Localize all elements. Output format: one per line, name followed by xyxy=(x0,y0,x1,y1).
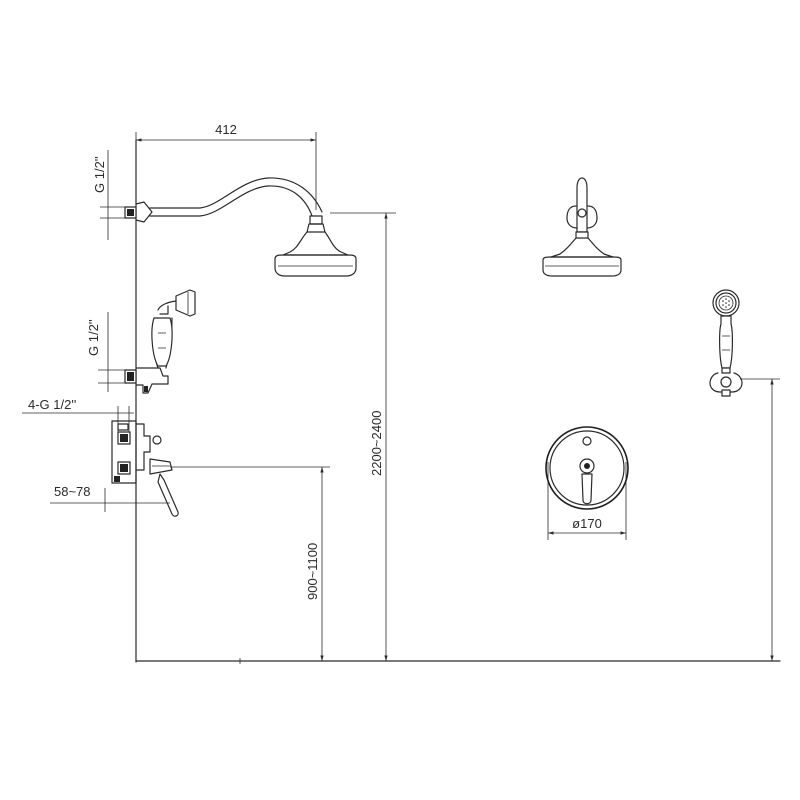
dimension-label-2200-2400: 2200~2400 xyxy=(369,411,384,476)
dimension-label-g12-hand: G 1/2'' xyxy=(86,319,101,356)
dimension-inlet-top: G 1/2'' xyxy=(92,150,134,240)
floor-line xyxy=(135,658,781,664)
dimension-label-58-78: 58~78 xyxy=(54,484,91,499)
dimension-label-4g12: 4-G 1/2'' xyxy=(28,397,76,412)
mixer-plate-front-icon xyxy=(545,426,629,510)
dimension-label-900-1100: 900~1100 xyxy=(305,543,320,600)
dimension-mixer-depth: 58~78 xyxy=(50,484,170,512)
dimension-holder-height xyxy=(740,378,780,661)
dimension-label-d170: ø170 xyxy=(572,516,602,531)
mixer-handle-side-icon xyxy=(149,458,179,517)
wall-connector-top-icon xyxy=(124,201,153,223)
hand-shower-holder-front-icon xyxy=(709,372,743,397)
shower-head-side-icon xyxy=(274,215,357,277)
shower-arm-icon xyxy=(149,177,323,217)
hand-shower-front-icon xyxy=(712,289,740,374)
dimension-arm-length: 412 xyxy=(135,122,317,210)
mixer-body-side-icon xyxy=(111,420,162,484)
dimension-head-height: 2200~2400 xyxy=(330,212,396,661)
dimension-label-412: 412 xyxy=(215,122,237,137)
dimension-mixer-height: 900~1100 xyxy=(170,466,330,661)
shower-head-front-icon xyxy=(542,177,622,277)
hand-shower-side-icon xyxy=(151,289,196,369)
dimension-plate-diameter: ø170 xyxy=(547,462,627,540)
dimension-label-g12-top: G 1/2'' xyxy=(92,156,107,193)
dimension-mixer-ports: 4-G 1/2'' xyxy=(22,397,134,432)
hand-inlet-connector-icon xyxy=(124,367,169,394)
